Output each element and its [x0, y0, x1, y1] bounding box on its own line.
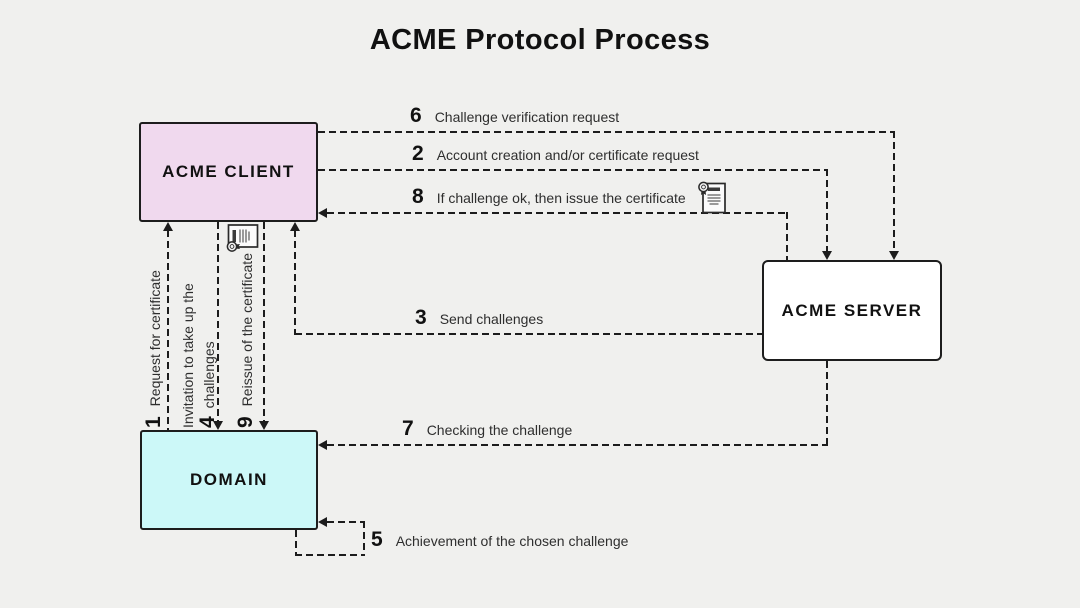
connector-7-vertical: [826, 361, 828, 445]
step-2-text: Account creation and/or certificate requ…: [436, 147, 699, 163]
arrowhead-7: [318, 440, 327, 450]
step-3-text: Send challenges: [439, 311, 544, 327]
connector-1-vertical: [167, 230, 169, 430]
step-5-text: Achievement of the chosen challenge: [395, 533, 629, 549]
step-1-label: 1 Request for certificate: [142, 270, 166, 428]
connector-5-top-horizontal: [327, 521, 365, 523]
node-domain-label: DOMAIN: [190, 470, 268, 489]
connector-6-horizontal: [318, 131, 895, 133]
arrowhead-6: [889, 251, 899, 260]
step-3-label: 3 Send challenges: [415, 306, 543, 330]
connector-8-horizontal: [327, 212, 788, 214]
step-6-number: 6: [410, 104, 422, 127]
connector-8-vertical: [786, 212, 788, 260]
step-8-text: If challenge ok, then issue the certific…: [436, 190, 686, 206]
connector-7-horizontal: [327, 444, 828, 446]
step-1-number: 1: [142, 416, 165, 428]
connector-5-bottom-horizontal: [295, 554, 365, 556]
arrowhead-3: [290, 222, 300, 231]
step-8-number: 8: [412, 185, 424, 208]
step-9-label: 9 Reissue of the certificate: [234, 253, 258, 428]
step-4-text-line2-word: challenges: [201, 341, 217, 409]
connector-3-vertical: [294, 230, 296, 335]
step-7-number: 7: [402, 417, 414, 440]
node-acme-server-label: ACME SERVER: [781, 300, 923, 320]
arrowhead-4: [213, 421, 223, 430]
certificate-icon: [698, 181, 726, 214]
step-5-number: 5: [371, 528, 383, 551]
step-6-label: 6 Challenge verification request: [410, 104, 619, 128]
arrowhead-8: [318, 208, 327, 218]
step-8-label: 8 If challenge ok, then issue the certif…: [412, 185, 686, 209]
certificate-icon: [226, 224, 259, 252]
arrowhead-5: [318, 517, 327, 527]
step-9-text: Reissue of the certificate: [239, 253, 255, 407]
connector-5-left-vertical: [295, 530, 297, 556]
connector-6-vertical: [893, 131, 895, 252]
connector-9-vertical: [263, 222, 265, 421]
step-2-label: 2 Account creation and/or certificate re…: [412, 142, 699, 166]
step-6-text: Challenge verification request: [434, 109, 620, 125]
step-4-text-line1: Invitation to take up the: [180, 283, 196, 428]
node-acme-server: ACME SERVER: [762, 260, 942, 361]
arrowhead-9: [259, 421, 269, 430]
connector-2-vertical: [826, 169, 828, 252]
step-1-text: Request for certificate: [147, 270, 163, 407]
node-domain: DOMAIN: [140, 430, 318, 530]
step-2-number: 2: [412, 142, 424, 165]
connector-4-vertical: [217, 222, 219, 421]
connector-2-horizontal: [318, 169, 828, 171]
node-acme-client: ACME CLIENT: [139, 122, 318, 222]
step-4-label: Invitation to take up the 4 challenges: [179, 283, 219, 428]
step-3-number: 3: [415, 306, 427, 329]
step-7-text: Checking the challenge: [426, 422, 573, 438]
page-title: ACME Protocol Process: [369, 24, 711, 56]
arrowhead-1: [163, 222, 173, 231]
step-4-text-line2: 4 challenges: [196, 283, 219, 428]
connector-3-horizontal: [295, 333, 762, 335]
node-acme-client-label: ACME CLIENT: [162, 162, 295, 181]
step-7-label: 7 Checking the challenge: [402, 417, 572, 441]
connector-5-right-vertical: [363, 521, 365, 556]
step-4-number: 4: [196, 416, 219, 428]
step-9-number: 9: [234, 416, 257, 428]
arrowhead-2: [822, 251, 832, 260]
step-5-label: 5 Achievement of the chosen challenge: [371, 528, 628, 552]
